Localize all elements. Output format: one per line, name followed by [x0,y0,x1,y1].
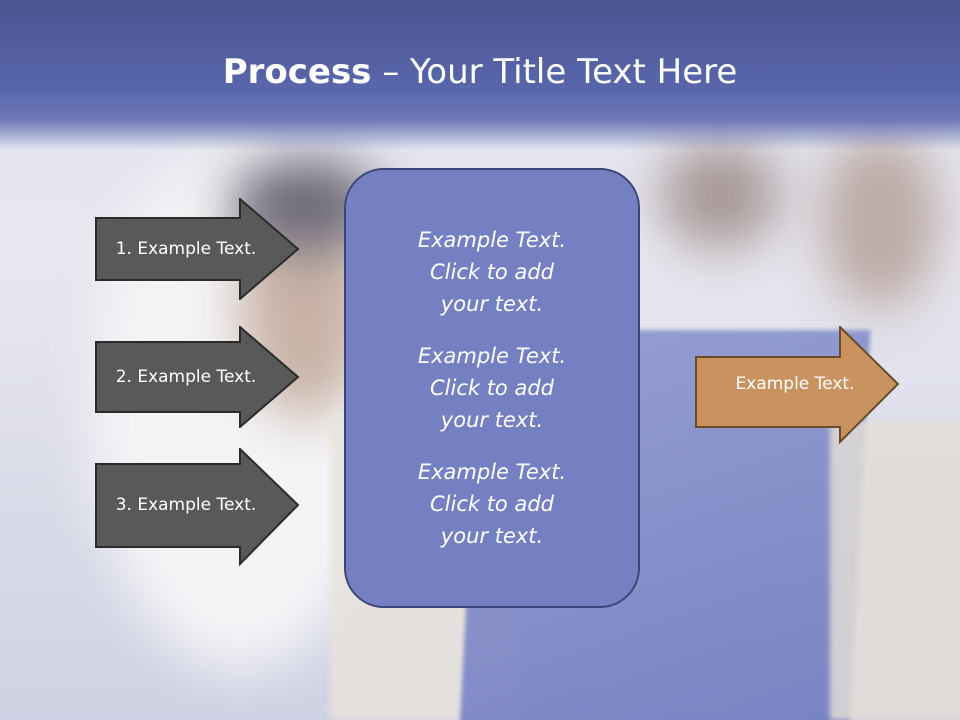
left-arrow-3[interactable]: 3. Example Text. [95,448,300,566]
center-text-2: Example Text. Click to add your text. [417,344,567,432]
center-text-1: Example Text. Click to add your text. [417,228,567,316]
title-rest: – Your Title Text Here [371,52,738,92]
left-arrow-2-shape [95,326,300,428]
left-arrow-1-shape [95,198,300,300]
left-arrow-1[interactable]: 1. Example Text. [95,198,300,300]
left-arrow-2-label: 2. Example Text. [115,367,257,387]
photo-person-back [660,140,780,250]
left-arrow-2[interactable]: 2. Example Text. [95,326,300,428]
title-bar [0,0,960,150]
left-arrow-1-label: 1. Example Text. [115,239,257,259]
photo-bag-right [830,420,960,720]
photo-person-right [820,130,940,310]
right-arrow[interactable]: Example Text. [695,326,900,444]
left-arrow-3-label: 3. Example Text. [115,495,257,515]
slide-title: Process – Your Title Text Here [0,52,960,92]
left-arrow-3-shape [95,448,300,566]
right-arrow-label: Example Text. [735,374,855,394]
center-text-3: Example Text. Click to add your text. [417,460,567,548]
title-bold: Process [222,52,372,92]
right-arrow-shape [695,326,900,444]
center-text-box[interactable]: Example Text. Click to add your text. Ex… [344,168,640,608]
